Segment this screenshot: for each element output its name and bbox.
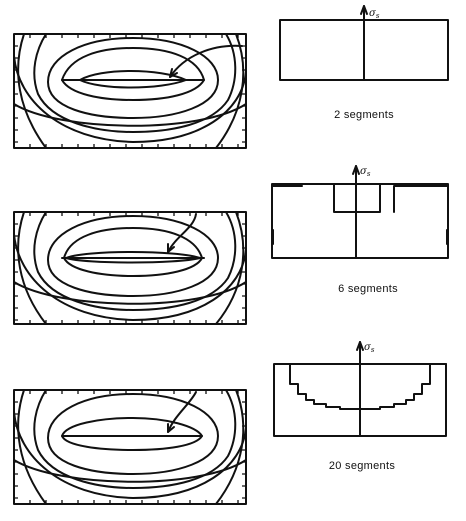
- pointer-arrowhead: [167, 243, 175, 253]
- stress-axis-label: σs: [369, 8, 380, 20]
- panel-20-segments: σs 20 segments: [13, 341, 447, 505]
- pointer-arrow: [169, 44, 243, 78]
- contour-line: [13, 55, 247, 143]
- stress-axis-arrowhead: [356, 341, 364, 351]
- contour-plot: [13, 211, 247, 325]
- stress-axis-arrowhead: [360, 5, 368, 15]
- contour-line: [33, 33, 237, 133]
- contour-line: [61, 47, 205, 101]
- pointer-arrow: [167, 391, 197, 433]
- contour-plot: [13, 389, 247, 505]
- stress-plot: σs: [273, 341, 447, 437]
- pointer-arrowhead: [167, 423, 175, 433]
- contour-line: [13, 233, 247, 321]
- contour-line: [215, 33, 245, 149]
- contour-line: [61, 417, 203, 451]
- stress-axis-label: σs: [364, 342, 375, 354]
- contour-line: [215, 389, 245, 505]
- contour-line: [63, 227, 203, 277]
- contour-plot: [13, 33, 247, 149]
- panel-caption: 2 segments: [334, 109, 394, 121]
- panel-caption: 6 segments: [338, 283, 398, 295]
- stress-profile: [272, 229, 448, 245]
- stress-frame: [271, 183, 449, 259]
- pointer-arrowhead: [169, 68, 178, 78]
- contour-line: [47, 393, 219, 475]
- stress-profile: [321, 183, 389, 213]
- stress-plot: σs: [279, 5, 449, 81]
- contour-line: [13, 281, 247, 305]
- panel-caption: 20 segments: [329, 460, 395, 472]
- contour-line: [17, 33, 47, 149]
- contour-line: [13, 411, 247, 499]
- contour-frame: [13, 33, 247, 149]
- contour-line: [65, 251, 201, 264]
- panel-2-segments: σs 2 segments: [13, 5, 449, 149]
- contour-line: [79, 70, 187, 89]
- stress-profile: [393, 185, 448, 213]
- contour-line: [215, 211, 245, 325]
- contour-line: [33, 211, 237, 311]
- contour-line: [13, 459, 247, 483]
- pointer-arrow: [167, 213, 197, 253]
- stress-profile: [289, 363, 447, 410]
- contour-line: [47, 37, 219, 119]
- contour-line: [17, 389, 47, 505]
- contour-line: [47, 215, 219, 297]
- contour-line: [17, 211, 47, 325]
- contour-line: [33, 389, 237, 489]
- panel-6-segments: σs 6 segments: [13, 165, 449, 325]
- contour-frame: [13, 389, 247, 505]
- contour-line: [13, 103, 247, 127]
- stress-plot: σs: [271, 165, 449, 259]
- stress-axis-label: σs: [360, 166, 371, 178]
- contour-frame: [13, 211, 247, 325]
- stress-axis-arrowhead: [352, 165, 360, 175]
